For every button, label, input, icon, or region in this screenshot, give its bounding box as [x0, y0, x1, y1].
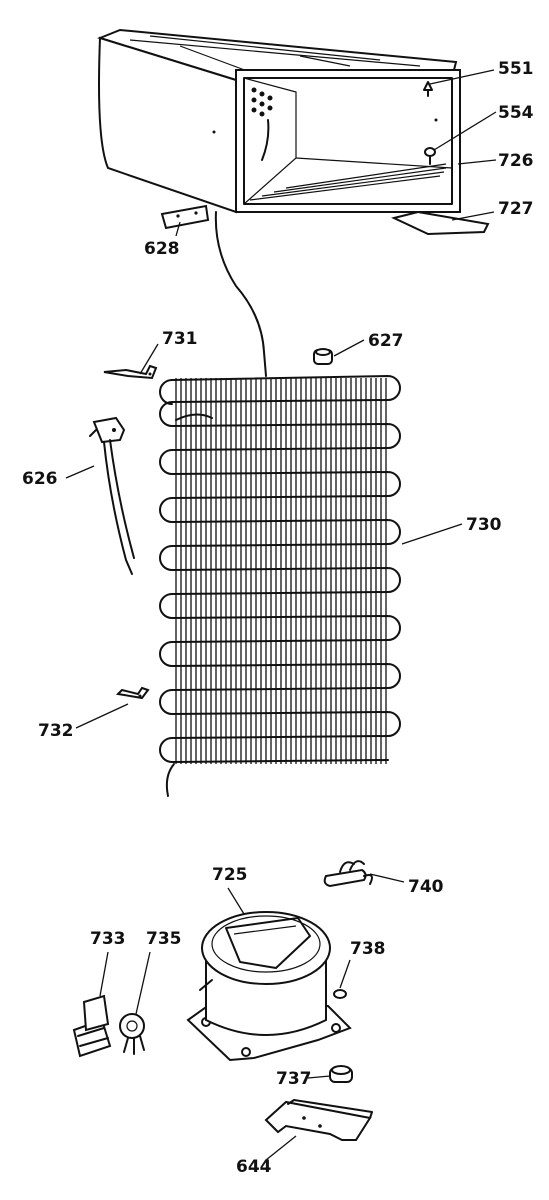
mounting-bracket-644 — [264, 1099, 373, 1141]
compressor-725 — [186, 911, 352, 1062]
clip-628 — [160, 204, 210, 230]
label-731: 731 — [162, 329, 198, 349]
condenser-coil-730 — [159, 375, 401, 797]
label-737: 737 — [276, 1069, 312, 1089]
label-735: 735 — [146, 929, 182, 949]
spring-clip-740 — [323, 860, 373, 888]
grommet-627 — [313, 348, 333, 365]
label-626: 626 — [22, 469, 58, 489]
label-726: 726 — [498, 151, 534, 171]
connecting-tube — [214, 211, 267, 377]
label-551: 551 — [498, 59, 534, 79]
label-732: 732 — [38, 721, 74, 741]
label-627: 627 — [368, 331, 404, 351]
label-733: 733 — [90, 929, 126, 949]
bracket-732 — [115, 686, 150, 700]
grommet-737 — [329, 1065, 353, 1083]
label-644: 644 — [236, 1157, 272, 1177]
screw-554 — [424, 147, 436, 165]
label-554: 554 — [498, 103, 534, 123]
grommet-738 — [333, 989, 347, 999]
label-725: 725 — [212, 865, 248, 885]
label-740: 740 — [408, 877, 444, 897]
label-727: 727 — [498, 199, 534, 219]
screw-551 — [423, 81, 433, 97]
relay-733 — [72, 994, 112, 1058]
bracket-731 — [103, 364, 158, 380]
leader-lines — [65, 69, 497, 1161]
label-628: 628 — [144, 239, 180, 259]
overload-protector-735 — [119, 1013, 145, 1055]
label-730: 730 — [466, 515, 502, 535]
label-738: 738 — [350, 939, 386, 959]
cabinet-box-726 — [97, 28, 461, 214]
bracket-727 — [391, 210, 490, 236]
power-cord-626 — [89, 416, 135, 575]
